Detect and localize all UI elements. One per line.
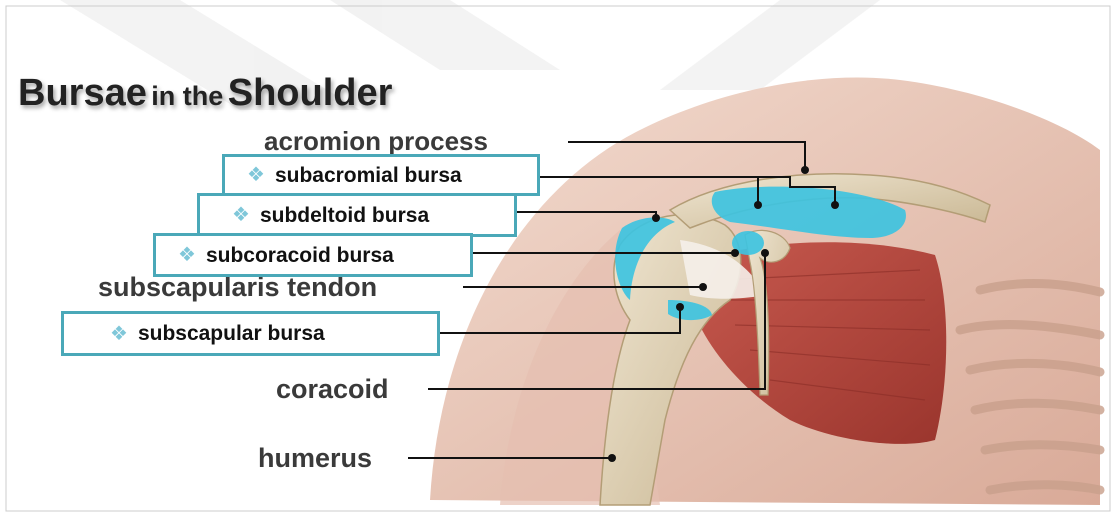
box-subscapular-bursa: ❖ subscapular bursa: [61, 311, 440, 356]
label-subscapularis-tendon: subscapularis tendon: [98, 274, 377, 301]
title-part-in-the: in the: [151, 81, 223, 111]
label-coracoid: coracoid: [276, 376, 389, 403]
diamond-bullet-icon: ❖: [110, 324, 128, 344]
diamond-bullet-icon: ❖: [178, 245, 196, 265]
box-label: subscapular bursa: [138, 323, 325, 344]
box-subacromial-bursa: ❖ subacromial bursa: [222, 154, 540, 196]
diagram-title: Bursae in the Shoulder: [18, 72, 392, 115]
box-label: subcoracoid bursa: [206, 245, 394, 266]
title-part-shoulder: Shoulder: [228, 72, 393, 114]
diamond-bullet-icon: ❖: [247, 165, 265, 185]
box-subdeltoid-bursa: ❖ subdeltoid bursa: [197, 193, 517, 237]
diamond-bullet-icon: ❖: [232, 205, 250, 225]
label-acromion-process: acromion process: [264, 128, 488, 154]
title-part-bursae: Bursae: [18, 72, 147, 114]
box-label: subacromial bursa: [275, 165, 462, 186]
label-humerus: humerus: [258, 445, 372, 472]
box-label: subdeltoid bursa: [260, 205, 429, 226]
box-subcoracoid-bursa: ❖ subcoracoid bursa: [153, 233, 473, 277]
